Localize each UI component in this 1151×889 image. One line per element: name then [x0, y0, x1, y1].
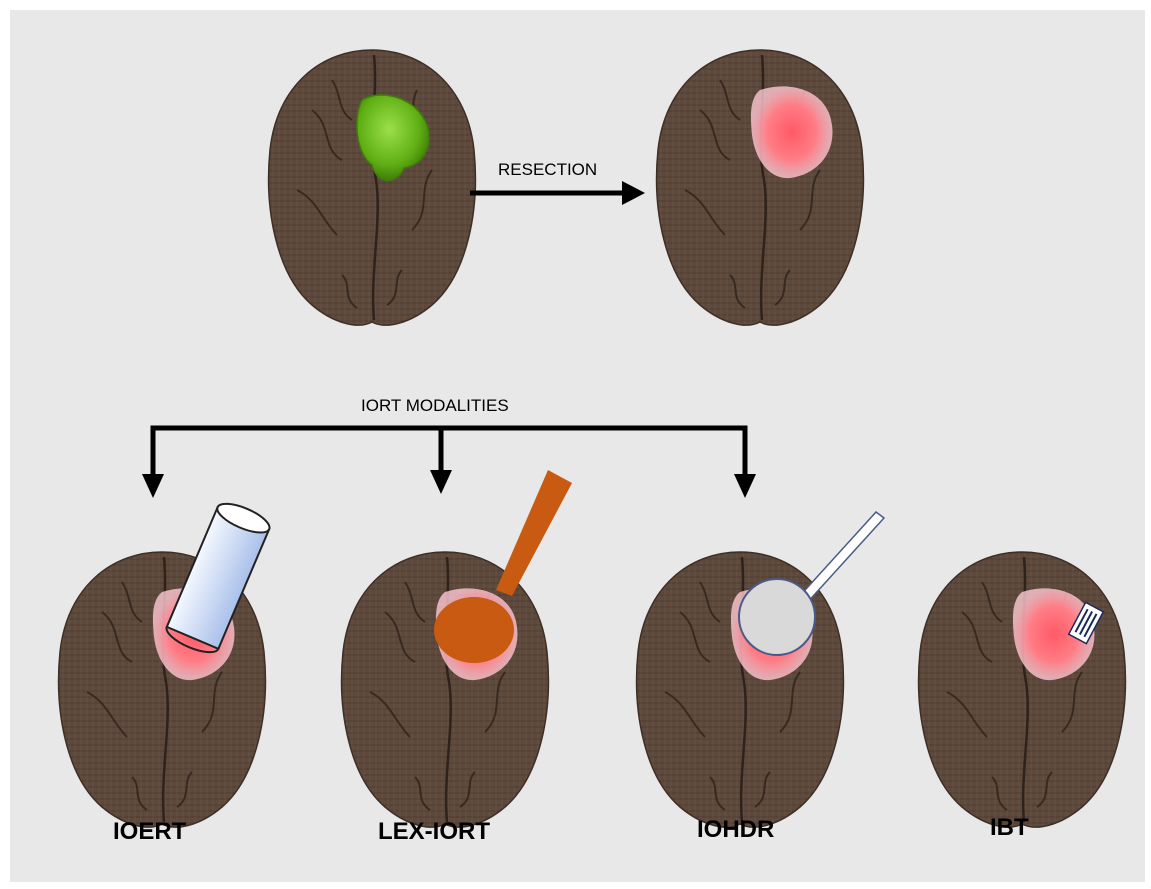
brain-ibt	[919, 552, 1126, 827]
resection-label: RESECTION	[498, 160, 597, 180]
brain-with-tumor	[269, 50, 476, 325]
brain-lex-iort	[342, 552, 549, 827]
ibt-label: IBT	[990, 814, 1029, 842]
iort-modalities-label: IORT MODALITIES	[361, 396, 509, 416]
ioert-label: IOERT	[113, 818, 186, 846]
iohdr-applicator	[739, 512, 884, 655]
bracket-arrowheads	[142, 470, 756, 498]
iohdr-label: IOHDR	[697, 816, 774, 844]
resection-arrow	[470, 181, 645, 205]
lex-iort-label: LEX-IORT	[378, 818, 490, 846]
brain-after-resection	[657, 50, 864, 325]
